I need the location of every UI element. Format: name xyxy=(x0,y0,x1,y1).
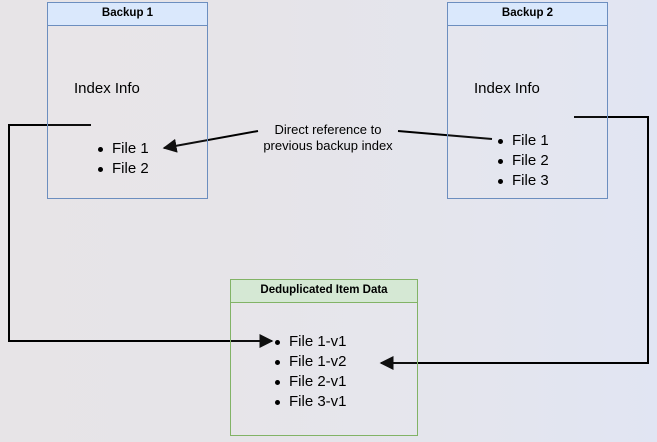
list-item: File 2 xyxy=(496,151,549,171)
node-backup2-body: Index Info File 1 File 2 File 3 xyxy=(448,26,607,199)
backup1-file-list: File 1 File 2 xyxy=(96,139,149,179)
backup2-file-list: File 1 File 2 File 3 xyxy=(496,131,549,191)
node-backup2[interactable]: Backup 2 Index Info File 1 File 2 File 3 xyxy=(447,2,608,199)
edge-label-direct-reference: Direct reference to previous backup inde… xyxy=(263,122,393,153)
list-item: File 1-v2 xyxy=(273,352,347,372)
list-item: File 2 xyxy=(96,159,149,179)
node-backup2-header: Backup 2 xyxy=(448,3,607,26)
list-item: File 3 xyxy=(496,171,549,191)
list-item: File 1 xyxy=(496,131,549,151)
node-dedup-header: Deduplicated Item Data xyxy=(231,280,417,303)
node-backup1-header: Backup 1 xyxy=(48,3,207,26)
node-backup1[interactable]: Backup 1 Index Info File 1 File 2 xyxy=(47,2,208,199)
backup1-index-info-label: Index Info xyxy=(74,80,140,97)
node-backup1-body: Index Info File 1 File 2 xyxy=(48,26,207,199)
node-dedup-body: File 1-v1 File 1-v2 File 2-v1 File 3-v1 xyxy=(231,303,417,436)
backup2-index-info-label: Index Info xyxy=(474,80,540,97)
list-item: File 1 xyxy=(96,139,149,159)
node-deduplicated-item-data[interactable]: Deduplicated Item Data File 1-v1 File 1-… xyxy=(230,279,418,436)
list-item: File 3-v1 xyxy=(273,392,347,412)
list-item: File 1-v1 xyxy=(273,332,347,352)
dedup-file-list: File 1-v1 File 1-v2 File 2-v1 File 3-v1 xyxy=(273,332,347,412)
list-item: File 2-v1 xyxy=(273,372,347,392)
